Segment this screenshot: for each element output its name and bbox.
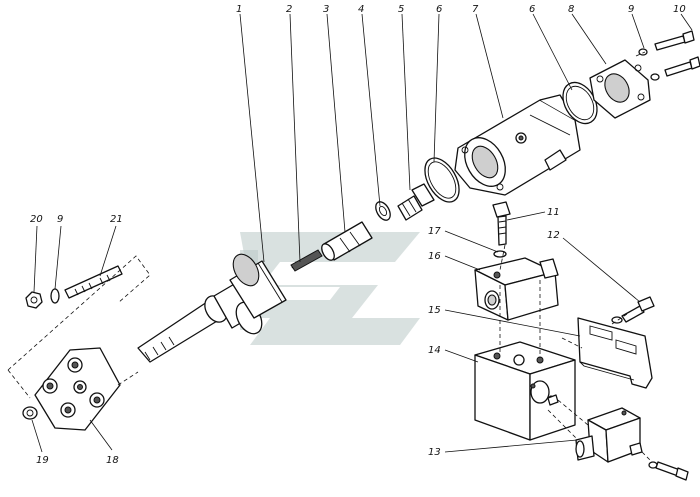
callout-4: 4 [358,4,364,15]
callout-12: 12 [547,230,560,241]
callout-18: 18 [106,455,119,466]
part-5-plug [397,183,435,221]
part-9-washer-left [50,288,60,304]
part-17-washer [493,250,507,258]
part-8-flange [589,59,651,119]
callout-6-upper-left: 6 [436,4,442,15]
callout-21: 21 [110,214,123,225]
callout-3: 3 [323,4,329,15]
callout-7: 7 [472,4,479,15]
part-6-o-ring-left [424,157,460,203]
part-20-nut [25,291,43,309]
part-13-lower-valve [575,407,689,481]
part-12-bolt [611,296,655,324]
callout-13: 13 [428,447,441,458]
callout-11: 11 [547,207,560,218]
part-15-bracket [577,317,653,389]
part-11-bolt [492,201,511,246]
part-1-valve-spool [137,253,287,363]
callout-9-left: 9 [57,214,63,225]
callout-9-upper: 9 [628,4,634,15]
callout-10: 10 [673,4,686,15]
part-21-stud [64,265,123,299]
callout-1: 1 [236,4,242,15]
part-19-washer [22,406,38,420]
part-14-body-block [474,341,576,441]
callout-17: 17 [428,226,441,237]
callout-labels: 1 2 3 4 5 6 7 6 8 9 10 11 12 13 14 15 16… [30,4,686,466]
assembly-dashed-lines-left [7,255,151,399]
callout-14: 14 [428,345,441,356]
callout-5: 5 [398,4,404,15]
part-3-piston [321,221,373,261]
part-16-valve-block [474,257,559,321]
part-18-cover [34,347,121,431]
callout-15: 15 [428,305,441,316]
assembly-dashed-lines-right [499,51,653,463]
part-9-10-bolts-upper [638,30,700,81]
callout-6-upper-right: 6 [529,4,535,15]
leader-lines [31,13,693,453]
part-4-washer [375,201,391,221]
callout-16: 16 [428,251,441,262]
part-7-housing [454,94,581,196]
callout-19: 19 [36,455,49,466]
part-2-spring [290,249,323,272]
callout-2: 2 [286,4,292,15]
callout-8: 8 [568,4,574,15]
callout-20: 20 [30,214,43,225]
